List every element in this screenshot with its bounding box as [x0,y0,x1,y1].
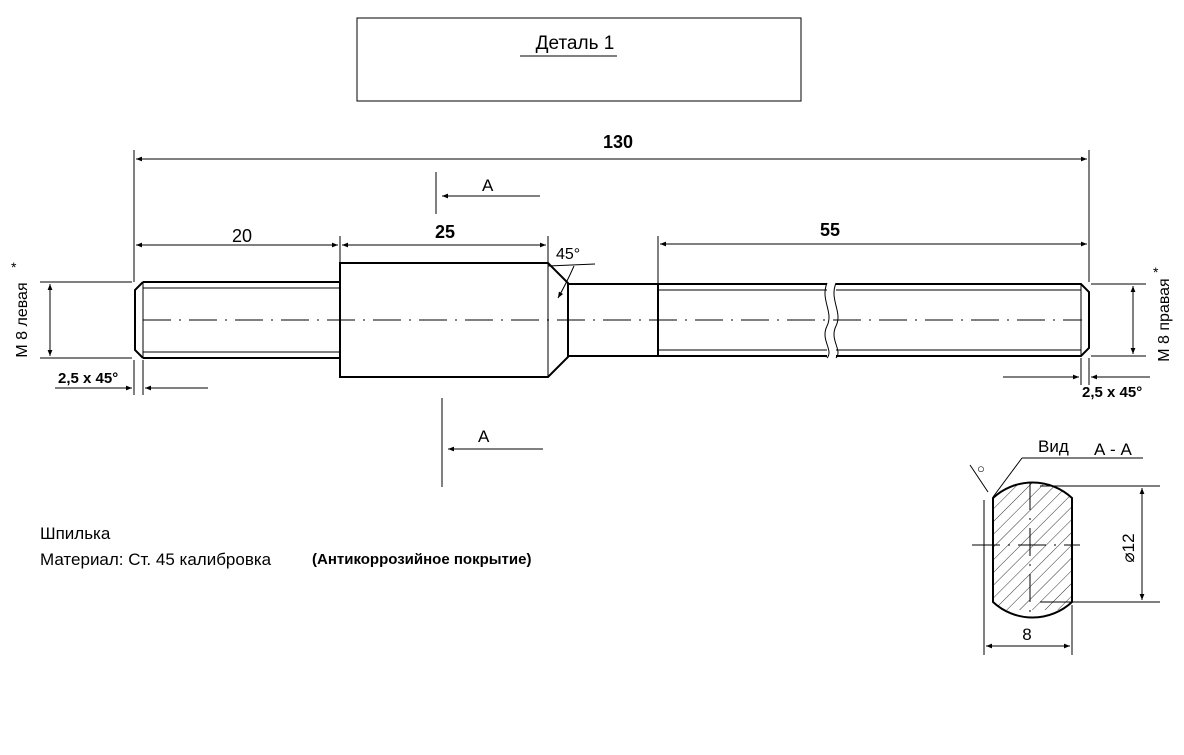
section-view-word: Вид [1038,437,1069,456]
roughness-symbol: ○ [977,461,985,476]
collar-chamfer-annotation: 45° [547,246,596,299]
right-chamfer-label: 2,5 х 45° [1082,384,1142,401]
left-thread-asterisk: * [11,259,17,275]
left-thread-label: М 8 левая [14,282,31,357]
section-view: Вид А - А ○ ⌀12 8 [969,437,1160,655]
section-cut-marker: А А [435,172,543,487]
chamfer-leader-line [547,263,596,267]
left-thread-dimension: М 8 левая * [11,259,132,359]
left-chamfer-dimension: 2,5 х 45° [55,360,208,395]
material-note: Материал: Ст. 45 калибровка [40,550,272,569]
right-thread-dimension: М 8 правая * [1091,264,1173,362]
dimension-20: 20 [232,226,252,246]
right-chamfer-dimension: 2,5 х 45° [1003,358,1150,401]
left-thread-outline [134,281,340,359]
break-line-right [833,282,839,359]
dimension-25: 25 [435,222,455,242]
title-frame [356,17,802,102]
cut-letter-bottom: А [478,427,490,446]
right-thread-asterisk: * [1153,264,1159,280]
roughness-leader [992,457,1023,498]
right-thread-label: М 8 правая [1156,278,1173,361]
dimension-55: 55 [820,220,840,240]
diameter-label: ⌀12 [1119,533,1138,562]
width-label: 8 [1022,625,1031,644]
chamfer-angle-arc [557,265,575,299]
section-hatching [993,482,1072,610]
section-view-id: А - А [1094,440,1132,459]
break-line-left [824,282,830,359]
dimension-130: 130 [603,132,633,152]
coating-note: (Антикоррозийное покрытие) [312,551,531,568]
part-name: Шпилька [40,524,111,543]
notes: Шпилька Материал: Ст. 45 калибровка (Ант… [40,524,531,569]
roughness-tick [969,464,989,493]
right-thread-outline-a [658,283,827,357]
cut-letter-top: А [482,176,494,195]
left-chamfer-label: 2,5 х 45° [58,370,118,387]
chamfer-angle-label: 45° [556,246,580,263]
neck-outline [568,283,658,357]
partial-dimensions: 20 25 55 [136,220,1087,284]
right-thread-outline-b [836,283,1090,357]
title-block: Деталь 1 [356,17,802,102]
overall-dimension: 130 [133,132,1090,282]
part-title: Деталь 1 [536,33,615,54]
stud-body [134,262,1090,378]
